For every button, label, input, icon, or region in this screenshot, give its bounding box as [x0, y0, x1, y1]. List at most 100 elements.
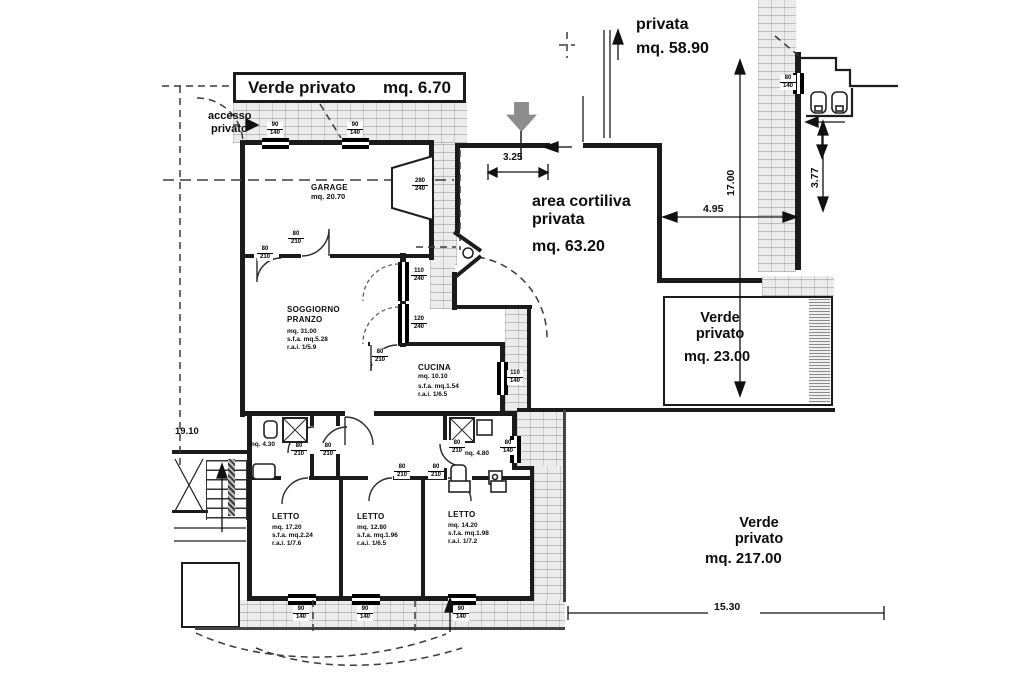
opening-w: 90	[347, 122, 363, 130]
neighbor-area-value: mq. 58.90	[636, 40, 709, 57]
wardrobe	[490, 480, 507, 493]
opening-w: 280	[412, 178, 428, 186]
access-label-line1: accesso	[208, 110, 252, 122]
room-name: CUCINA	[418, 363, 451, 372]
dim-arrowhead	[486, 166, 498, 179]
wall	[452, 305, 532, 309]
opening-w: 80	[320, 443, 336, 451]
basement-shaft-box	[181, 562, 240, 628]
dim-arrowhead	[661, 211, 678, 223]
dim-lot-depth: 17.00	[725, 169, 737, 196]
opening-w: 80	[288, 231, 304, 239]
sink	[476, 419, 493, 436]
shower	[449, 417, 475, 443]
opening-w: 80	[372, 349, 388, 357]
toilet	[263, 420, 278, 439]
room-area: mq. 4.80	[463, 450, 490, 457]
verde-south-value: mq. 217.00	[705, 550, 782, 567]
room-name: LETTO	[448, 510, 476, 519]
room-name: PRANZO	[287, 315, 323, 324]
window	[342, 138, 369, 149]
access-label-line2: privato	[211, 123, 248, 135]
hatch-paved-area	[534, 466, 565, 602]
room-rai: r.a.i. 1/6.5	[357, 540, 387, 547]
entrance-arrow-icon	[506, 102, 537, 132]
hatch-paved-area	[195, 600, 565, 629]
room-letto2: LETTO mq. 12.80 s.f.a. mq.1.96 r.a.i. 1/…	[357, 512, 398, 548]
wall	[240, 140, 434, 145]
gate-jamb	[452, 230, 483, 280]
opening-h: 210	[374, 357, 385, 363]
door-gap	[370, 341, 398, 347]
room-sfa: s.f.a. mq.2.24	[272, 532, 313, 539]
opening-w: 80	[428, 464, 444, 472]
dim-lot-width: 15.30	[714, 601, 741, 613]
opening-w: 80	[257, 246, 273, 254]
wall	[657, 143, 662, 283]
wall	[240, 254, 432, 258]
road-curve	[195, 632, 447, 658]
courtyard-label-line2: privata	[532, 211, 585, 228]
door-gap	[345, 410, 374, 417]
door-gap	[281, 475, 309, 481]
dim-arrowhead	[816, 144, 828, 160]
room-bagno1: mq. 4.30	[249, 441, 275, 449]
opening-h: 240	[413, 324, 424, 330]
wall	[795, 52, 801, 270]
room-area: mq. 14.20	[448, 522, 478, 529]
opening-h: 210	[293, 451, 304, 457]
opening-h: 140	[782, 83, 793, 89]
opening-w: 110	[411, 268, 427, 276]
verde-south-label: Verde privato	[726, 515, 792, 547]
wardrobe	[448, 480, 471, 493]
neighbor-wall-steps	[800, 56, 898, 88]
wall	[172, 510, 208, 513]
opening-h: 140	[359, 614, 370, 620]
room-sfa: s.f.a. mq.1.98	[448, 530, 489, 537]
hatch-paved-area	[505, 307, 527, 411]
dim-stairwell: 19.10	[175, 426, 199, 437]
room-name: SOGGIORNO	[287, 305, 340, 314]
verde-east-line2: privato	[695, 326, 745, 343]
shower-x	[282, 417, 308, 443]
window	[448, 594, 476, 605]
room-garage: GARAGE mq. 20.70	[311, 183, 348, 201]
room-soggiorno: SOGGIORNO PRANZO mq. 31.00 s.f.a. mq.5.2…	[287, 305, 340, 352]
door-arc	[256, 257, 282, 283]
door-gap	[301, 253, 330, 259]
opening-h: 140	[502, 448, 513, 454]
room-rai: r.a.i. 1/5.9	[287, 344, 317, 351]
wall	[660, 278, 762, 283]
door-arc	[344, 416, 374, 446]
window	[352, 594, 380, 605]
wall	[368, 342, 505, 346]
shower	[282, 417, 308, 443]
staircase	[206, 460, 247, 520]
garden-edge-line	[563, 410, 566, 602]
room-rai: r.a.i. 1/6.5	[418, 391, 448, 398]
garden-edge-line	[195, 627, 565, 630]
neighbor-bidet-tank	[835, 105, 844, 112]
wall	[429, 140, 434, 260]
opening-h: 140	[349, 130, 360, 136]
wall	[339, 478, 343, 598]
room-sfa: s.f.a. mq.1.96	[357, 532, 398, 539]
french-window	[398, 304, 409, 343]
room-letto1: LETTO mq. 17.20 s.f.a. mq.2.24 r.a.i. 1/…	[272, 512, 313, 548]
room-area: mq. 31.00	[287, 328, 317, 335]
dim-arrowhead	[817, 119, 829, 136]
dim-arrowhead	[612, 28, 624, 45]
neighbor-bidet	[831, 91, 848, 114]
hatch-paved-area	[758, 0, 796, 272]
room-sfa: s.f.a. mq.1.54	[418, 383, 459, 390]
room-area: mq. 10.10	[418, 373, 448, 380]
door-gap	[447, 475, 472, 481]
room-area: mq. 12.80	[357, 524, 387, 531]
